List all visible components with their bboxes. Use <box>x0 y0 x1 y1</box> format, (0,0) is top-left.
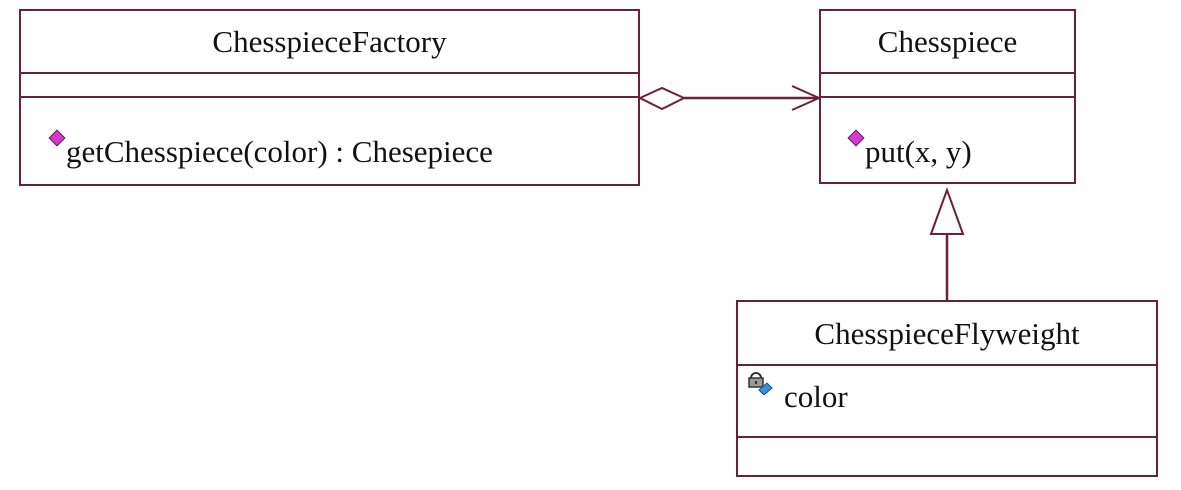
public-operation-icon <box>48 129 66 147</box>
operation-label: getChesspiece(color) : Chesepiece <box>66 134 493 169</box>
class-name: ChesspieceFlyweight <box>738 302 1156 366</box>
attributes-compartment <box>821 74 1074 98</box>
attributes-compartment: color <box>738 366 1156 438</box>
class-chesspiece[interactable]: Chesspiece put(x, y) <box>819 9 1076 184</box>
private-attribute-icon <box>748 372 773 395</box>
aggregation-diamond <box>637 86 687 111</box>
operations-compartment <box>738 438 1156 475</box>
attribute-label: color <box>784 379 848 414</box>
operation-label: put(x, y) <box>865 134 972 169</box>
generalization-triangle <box>929 187 965 235</box>
navigation-arrowhead <box>791 85 822 111</box>
attributes-compartment <box>21 74 638 98</box>
class-chesspiece-flyweight[interactable]: ChesspieceFlyweight color <box>736 300 1158 477</box>
operations-compartment: put(x, y) <box>821 98 1074 182</box>
class-name: ChesspieceFactory <box>21 11 638 74</box>
class-name: Chesspiece <box>821 11 1074 74</box>
operations-compartment: getChesspiece(color) : Chesepiece <box>21 98 638 184</box>
class-chesspiece-factory[interactable]: ChesspieceFactory getChesspiece(color) :… <box>19 9 640 186</box>
public-operation-icon <box>847 129 865 147</box>
